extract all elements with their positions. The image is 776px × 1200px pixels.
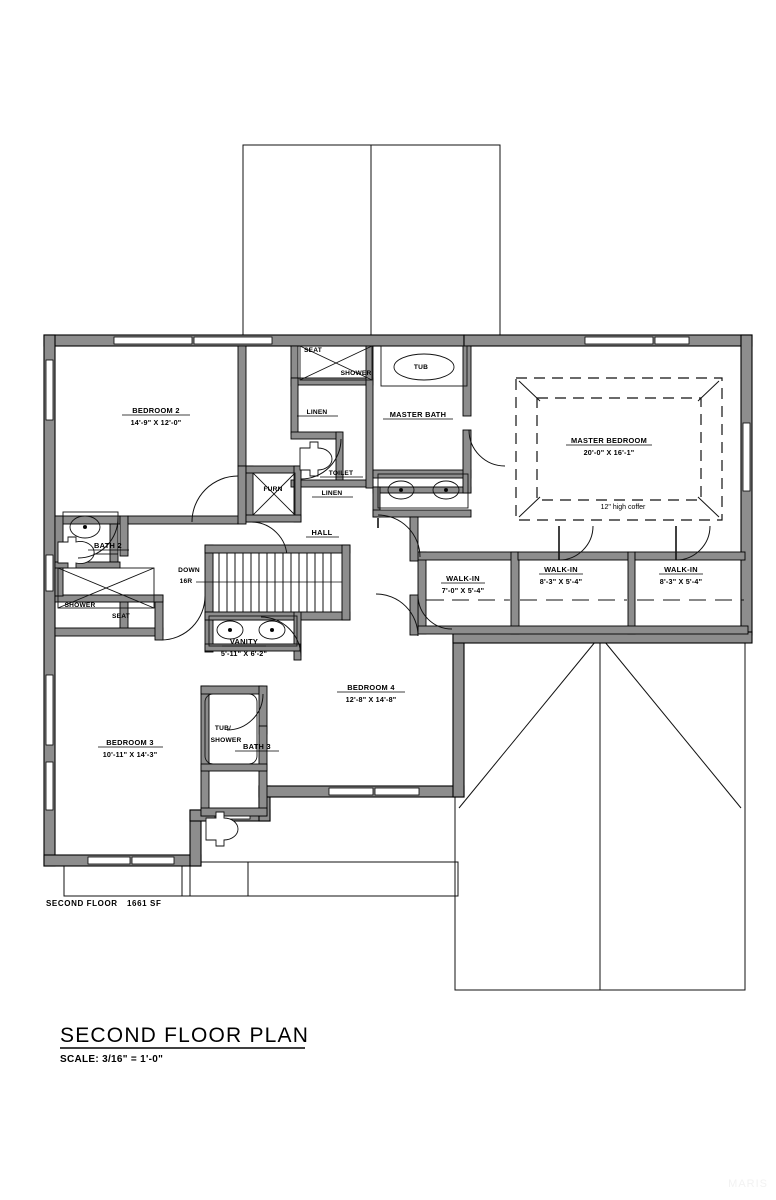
- label-stairs-riser: 16R: [180, 578, 193, 585]
- label-tub: TUB: [414, 364, 428, 371]
- master-coffer-corner-arrows: [518, 380, 720, 518]
- thin-detail-lines: [57, 345, 744, 765]
- label-hall: HALL: [312, 528, 333, 537]
- door-swings: [77, 429, 711, 731]
- label-toilet: TOILET: [329, 470, 354, 477]
- label-bath2-shower: SHOWER: [65, 602, 96, 609]
- label-furnace: FURN: [263, 486, 282, 493]
- center-bump-outline: [189, 861, 459, 897]
- label-bath2-seat: SEAT: [112, 613, 130, 620]
- label-bedroom3-dim: 10'-11" X 14'-3": [103, 750, 158, 759]
- area-note: SECOND FLOOR 1661 SF: [46, 899, 161, 908]
- plan-scale: SCALE: 3/16" = 1'-0": [60, 1054, 163, 1065]
- door-leaves: [377, 518, 677, 560]
- label-bedroom2-dim: 14'-9" X 12'-0": [131, 418, 182, 427]
- label-stairs-down: DOWN: [178, 567, 200, 574]
- label-walkin2-name: WALK-IN: [544, 565, 578, 574]
- watermark-bottom-right: MARIS: [728, 1178, 768, 1190]
- label-bath3: BATH 3: [243, 742, 271, 751]
- area-note-value: 1661 SF: [127, 899, 161, 908]
- label-master-name: MASTER BEDROOM: [571, 436, 647, 445]
- area-note-label: SECOND FLOOR: [46, 899, 118, 908]
- label-walkin2-dim: 8'-3" X 5'-4": [540, 577, 582, 586]
- label-bedroom4-dim: 12'-8" X 14'-8": [346, 695, 397, 704]
- label-master-seat: SEAT: [304, 347, 322, 354]
- master-coffer-dashed: [515, 377, 723, 521]
- label-master-dim: 20'-0" X 16'-1": [584, 448, 635, 457]
- label-bedroom3-name: BEDROOM 3: [106, 738, 153, 747]
- label-bedroom4-name: BEDROOM 4: [347, 683, 395, 692]
- label-walkin1-dim: 7'-0" X 5'-4": [442, 586, 484, 595]
- plan-title: SECOND FLOOR PLAN: [60, 1024, 309, 1047]
- label-walkin3-dim: 8'-3" X 5'-4": [660, 577, 702, 586]
- label-master-bath: MASTER BATH: [390, 410, 447, 419]
- label-linen-lower: LINEN: [322, 490, 343, 497]
- label-master-shower: SHOWER: [341, 370, 372, 377]
- label-vanity-dim: 5'-11" X 6'-2": [221, 649, 267, 658]
- staircase: [196, 552, 343, 613]
- title-block: SECOND FLOOR PLAN SCALE: 3/16" = 1'-0": [60, 1024, 309, 1065]
- label-linen-upper: LINEN: [307, 409, 328, 416]
- label-bath2: BATH 2: [94, 541, 122, 550]
- room-labels: BEDROOM 2 14'-9" X 12'-0" MASTER BEDROOM…: [65, 347, 703, 759]
- toilet-fixtures: [57, 441, 333, 847]
- label-vanity-name: VANITY: [230, 637, 258, 646]
- label-walkin1-name: WALK-IN: [446, 574, 480, 583]
- label-walkin3-name: WALK-IN: [664, 565, 698, 574]
- label-bedroom2-name: BEDROOM 2: [132, 406, 179, 415]
- label-tubshower-1: TUB/: [215, 725, 231, 732]
- label-tubshower-2: SHOWER: [211, 737, 242, 744]
- label-master-coffer-note: 12" high coffer: [601, 504, 646, 511]
